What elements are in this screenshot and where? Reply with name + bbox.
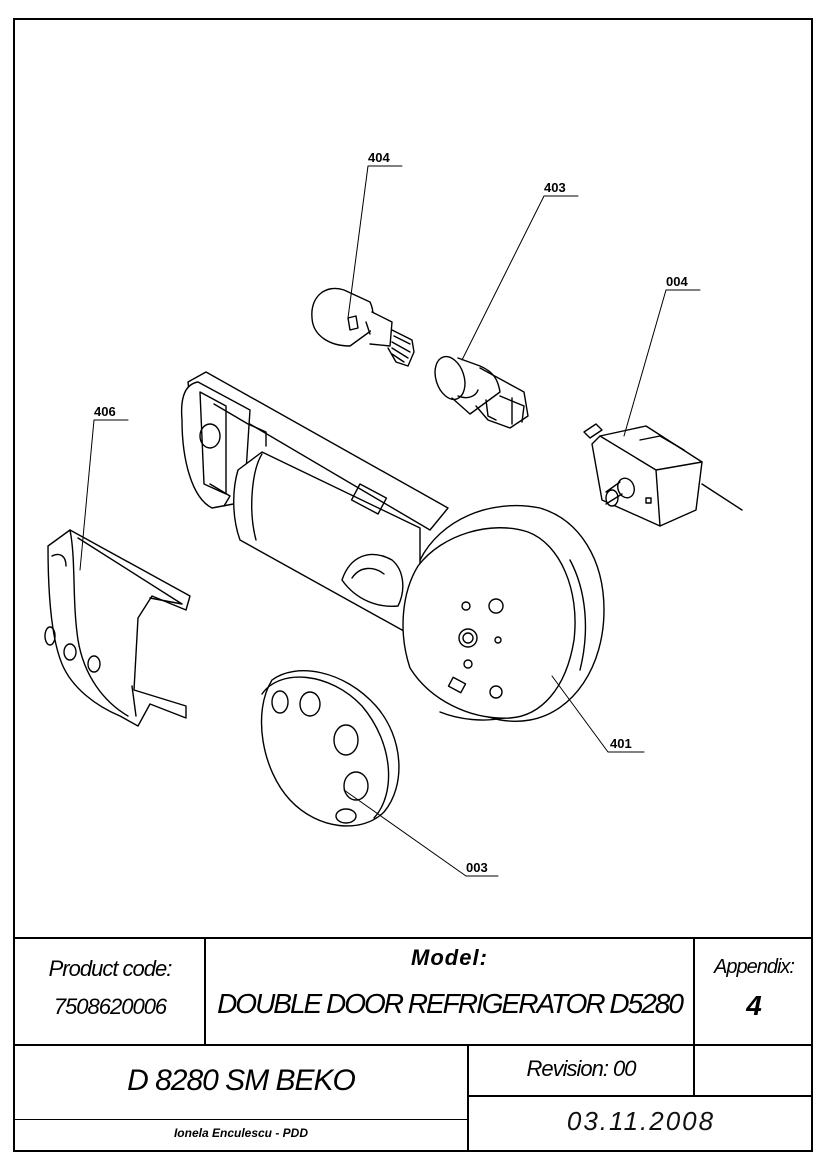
product-code-label: Product code: bbox=[48, 956, 173, 981]
part-004-switch bbox=[583, 423, 743, 527]
title-block-divider-1 bbox=[204, 937, 206, 1045]
part-401-lamp-housing bbox=[180, 371, 605, 722]
product-code-value: 7508620006 bbox=[53, 994, 167, 1019]
title-block-author-rule bbox=[13, 1119, 468, 1120]
drawing-sheet-border bbox=[13, 18, 813, 1152]
revision-date: 03.11.2008 bbox=[566, 1106, 716, 1136]
title-block-mid-rule bbox=[13, 1044, 813, 1046]
appendix-label: Appendix: bbox=[714, 956, 795, 978]
part-404-lamp-bulb bbox=[311, 287, 415, 367]
callout-004: 004 bbox=[666, 274, 688, 289]
callout-403: 403 bbox=[544, 180, 566, 195]
callout-406: 406 bbox=[94, 404, 116, 419]
callout-003: 003 bbox=[466, 860, 488, 875]
author-name: Ionela Enculescu - PDD bbox=[173, 1126, 309, 1140]
part-403-lamp-holder bbox=[434, 355, 529, 429]
leader-lines bbox=[79, 165, 701, 877]
model-name: DOUBLE DOOR REFRIGERATOR D5280 bbox=[217, 988, 684, 1019]
title-block-divider-2 bbox=[693, 937, 695, 1045]
model-label: Model: bbox=[411, 945, 488, 970]
exploded-parts-drawing: 404 403 004 406 401 003 bbox=[44, 150, 743, 877]
title-block-top-rule bbox=[13, 937, 813, 939]
callout-404: 404 bbox=[368, 150, 390, 165]
title-block-divider-3 bbox=[467, 1044, 469, 1152]
revision-text: Revision: 00 bbox=[526, 1056, 636, 1081]
product-name: D 8280 SM BEKO bbox=[127, 1064, 356, 1097]
title-block-revision-rule bbox=[467, 1095, 813, 1097]
appendix-number: 4 bbox=[746, 990, 762, 1021]
part-406-cover bbox=[44, 529, 191, 727]
callout-401: 401 bbox=[610, 736, 632, 751]
part-003-diffuser-disc bbox=[260, 670, 400, 827]
title-block-divider-4 bbox=[693, 1044, 695, 1096]
